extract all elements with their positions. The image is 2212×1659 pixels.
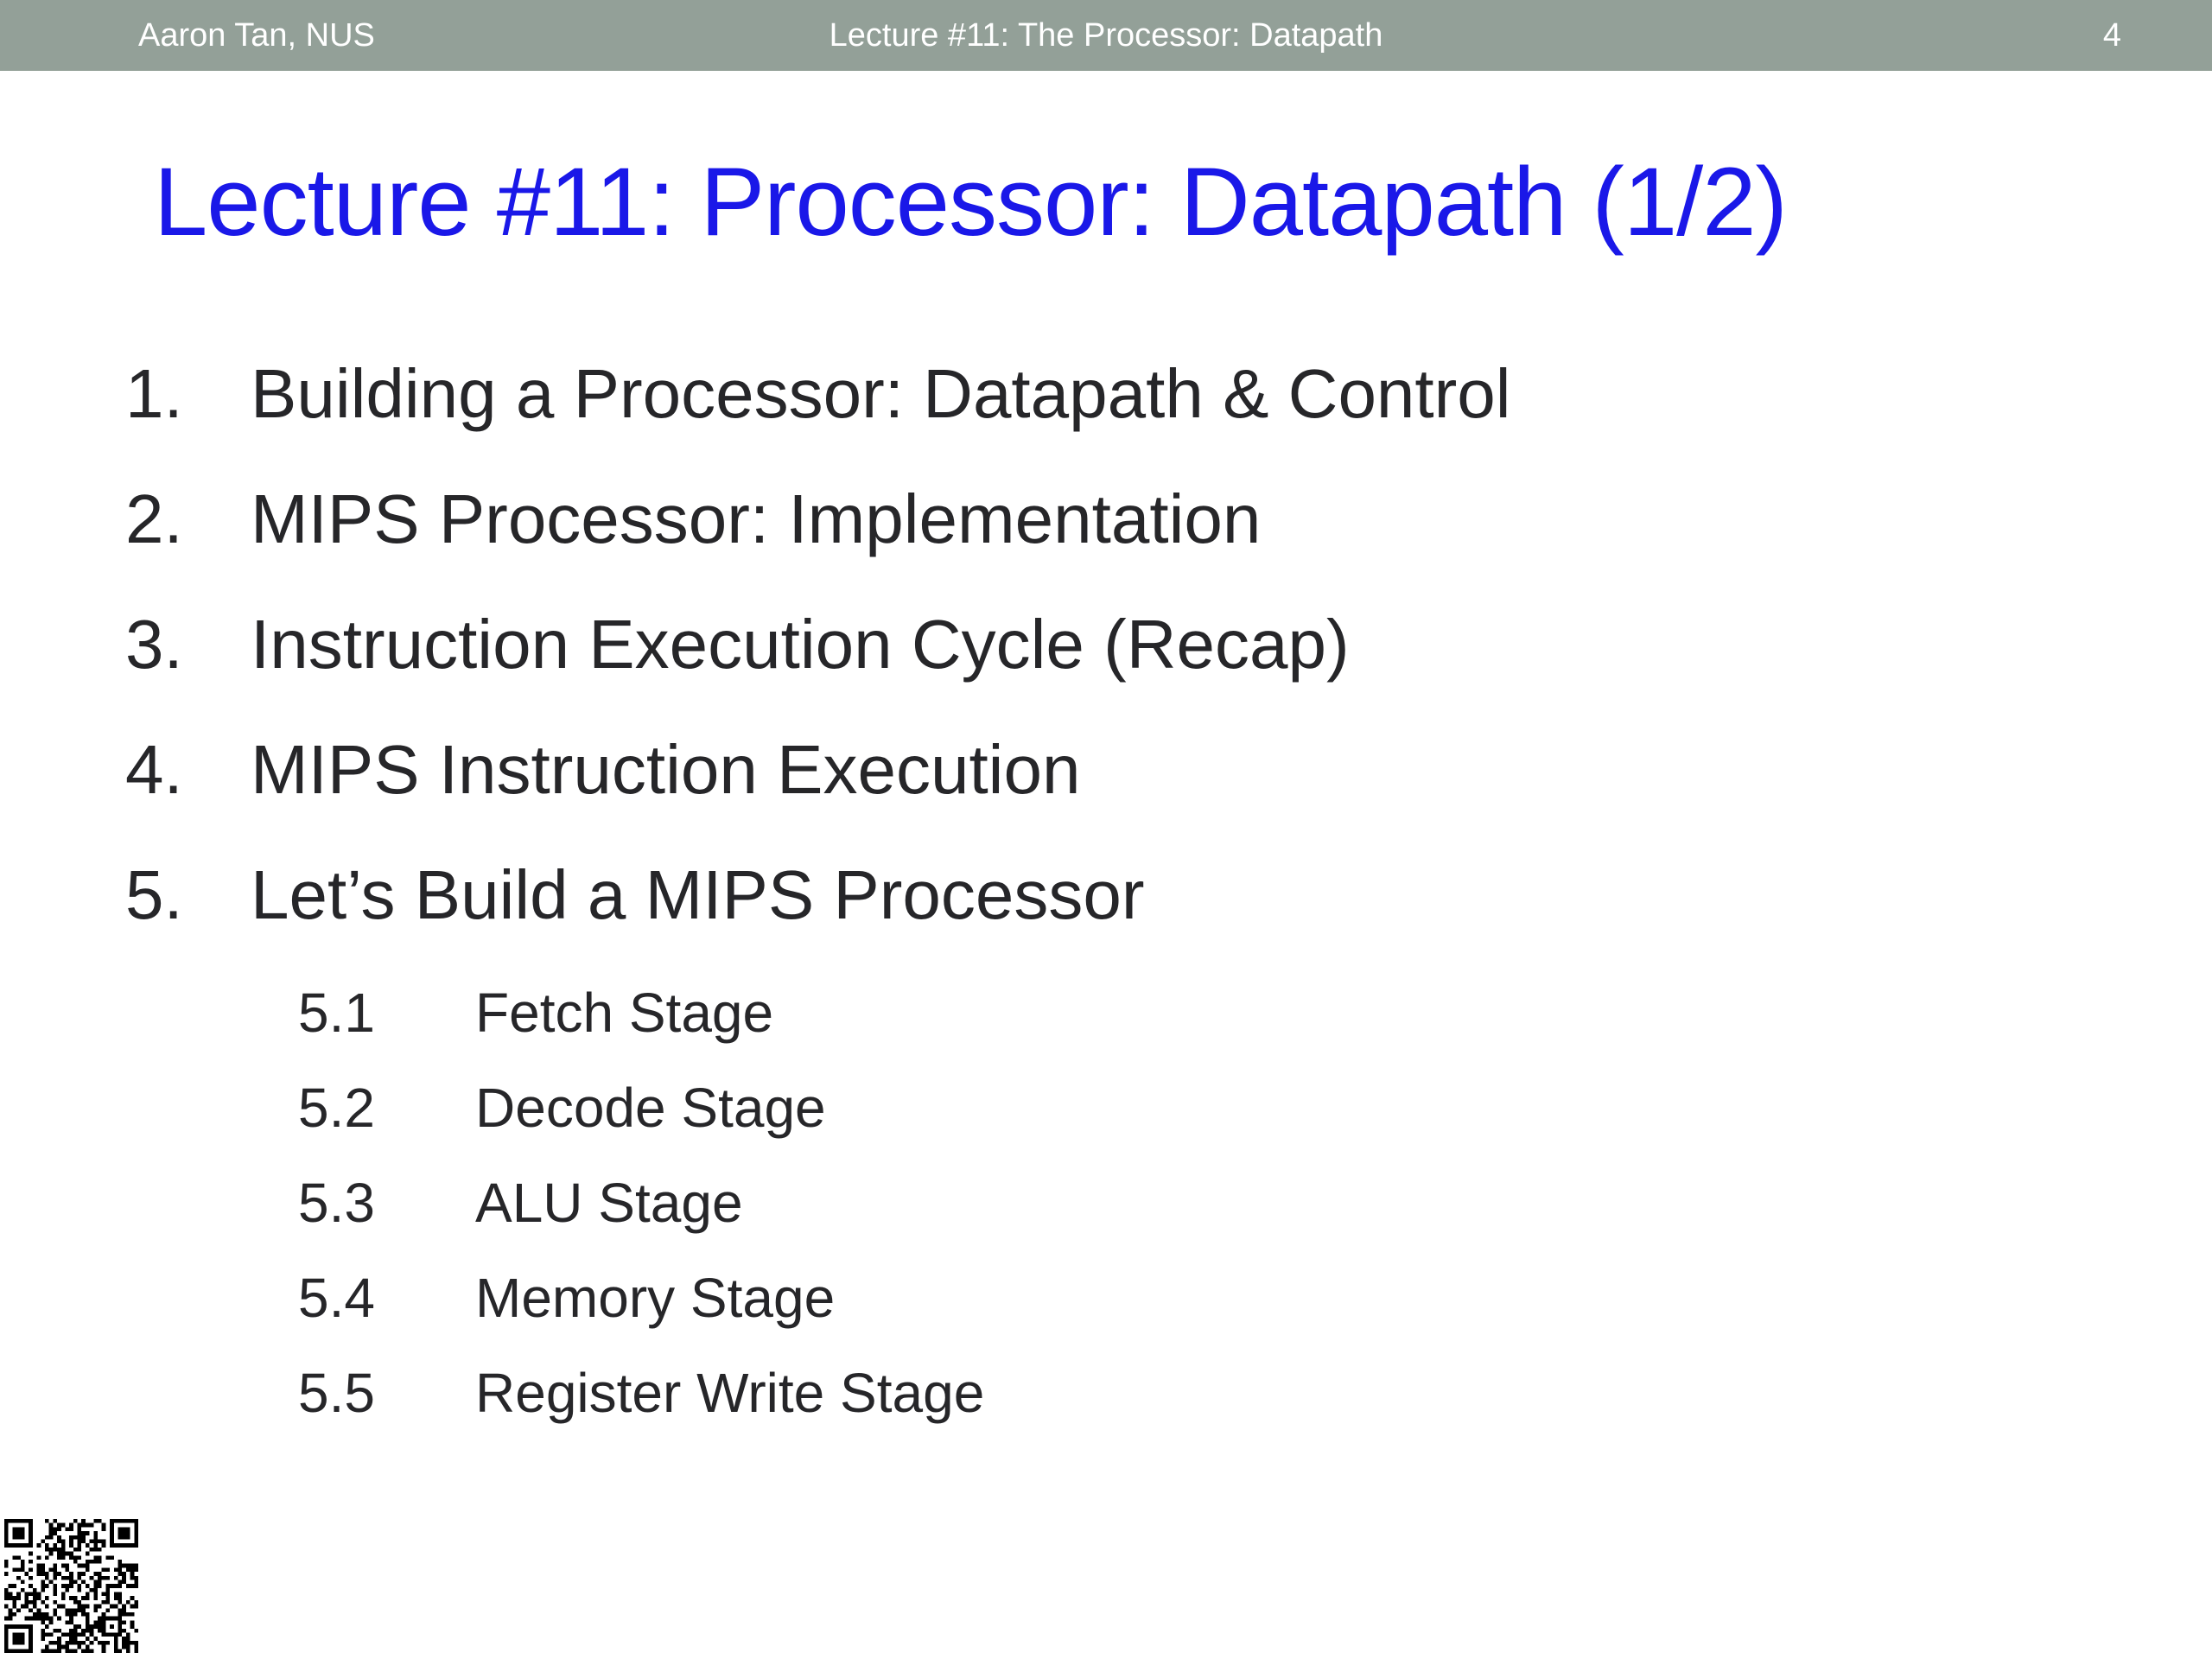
outline-subitem-number: 5.4 bbox=[298, 1267, 375, 1329]
outline-subitem-label: Fetch Stage bbox=[475, 982, 774, 1044]
outline-subitem-label: ALU Stage bbox=[475, 1172, 743, 1234]
list-item: 5.5 Register Write Stage bbox=[0, 1361, 2212, 1456]
list-item: 5.3 ALU Stage bbox=[0, 1171, 2212, 1266]
outline-item-label: MIPS Processor: Implementation bbox=[251, 480, 1262, 557]
list-item: 3. Instruction Execution Cycle (Recap) bbox=[0, 605, 2212, 730]
outline-subitem-number: 5.5 bbox=[298, 1362, 375, 1424]
outline-subitem-label: Memory Stage bbox=[475, 1267, 836, 1329]
outline-item-number: 3. bbox=[125, 606, 183, 683]
qr-code-icon bbox=[4, 1519, 138, 1653]
outline-subitem-label: Decode Stage bbox=[475, 1077, 826, 1139]
outline-subitem-number: 5.3 bbox=[298, 1172, 375, 1234]
outline-item-number: 1. bbox=[125, 355, 183, 432]
outline-item-number: 4. bbox=[125, 731, 183, 808]
outline-item-label: Let’s Build a MIPS Processor bbox=[251, 856, 1145, 933]
list-item: 5. Let’s Build a MIPS Processor bbox=[0, 855, 2212, 981]
outline-subitem-number: 5.2 bbox=[298, 1077, 375, 1139]
page-title: Lecture #11: Processor: Datapath (1/2) bbox=[154, 148, 1788, 256]
list-item: 5.4 Memory Stage bbox=[0, 1266, 2212, 1361]
list-item: 5.2 Decode Stage bbox=[0, 1076, 2212, 1171]
header-page-number: 4 bbox=[2102, 17, 2121, 54]
outline-subitem-number: 5.1 bbox=[298, 982, 375, 1044]
outline-item-label: MIPS Instruction Execution bbox=[251, 731, 1081, 808]
slide-header-bar: Aaron Tan, NUS Lecture #11: The Processo… bbox=[0, 0, 2212, 71]
outline-item-label: Instruction Execution Cycle (Recap) bbox=[251, 606, 1350, 683]
list-item: 1. Building a Processor: Datapath & Cont… bbox=[0, 354, 2212, 480]
outline-item-label: Building a Processor: Datapath & Control bbox=[251, 355, 1511, 432]
outline-subitem-label: Register Write Stage bbox=[475, 1362, 985, 1424]
outline-item-number: 2. bbox=[125, 480, 183, 557]
outline-list: 1. Building a Processor: Datapath & Cont… bbox=[0, 354, 2212, 1456]
list-item: 4. MIPS Instruction Execution bbox=[0, 730, 2212, 855]
header-author: Aaron Tan, NUS bbox=[138, 17, 375, 54]
list-item: 5.1 Fetch Stage bbox=[0, 981, 2212, 1076]
list-item: 2. MIPS Processor: Implementation bbox=[0, 480, 2212, 605]
outline-item-number: 5. bbox=[125, 856, 183, 933]
header-lecture-title: Lecture #11: The Processor: Datapath bbox=[829, 17, 1383, 54]
